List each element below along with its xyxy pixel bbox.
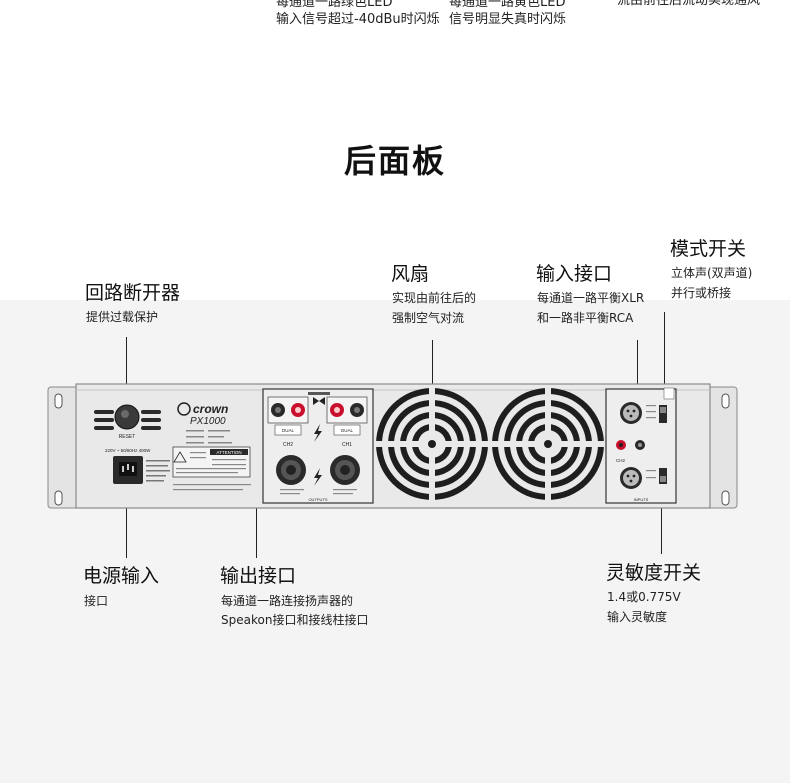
input-desc-1: 每通道一路平衡XLR [537, 291, 645, 305]
mode-desc-1: 立体声(双声道) [671, 266, 753, 280]
left-rack-ear [47, 386, 79, 509]
mode-label: 模式开关 [670, 238, 747, 260]
left-ear-slot-top [54, 393, 63, 409]
top-fragment-col2-line1: 每通道一路黄色LED [449, 0, 566, 10]
power-label: 电源输入 [83, 565, 160, 587]
ch1-dual-label: DUAL [341, 428, 354, 433]
output-desc-1: 每通道一路连接扬声器的 [221, 594, 354, 608]
top-fragment-col2-line2: 信号明显失真时闪烁 [449, 12, 567, 27]
section-title: 后面板 [343, 142, 446, 180]
crown-logo-icon [177, 402, 191, 416]
ch2-dual-label: DUAL [282, 428, 295, 433]
output-label: 输出接口 [220, 565, 297, 587]
model-name-text: PX1000 [190, 416, 226, 427]
mode-switch [659, 405, 667, 423]
outputs-label: OUTPUTS [308, 497, 327, 502]
output-desc-2: Speakon接口和接线柱接口 [221, 613, 369, 627]
fan-right [492, 388, 604, 500]
mode-leader-line [664, 312, 665, 408]
power-rating-text: 220V ~ 50/60Hz 400W [105, 448, 151, 453]
sensitivity-label: 灵敏度开关 [606, 562, 702, 584]
ch2-output-label: CH2 [283, 442, 293, 448]
bottom-band [0, 300, 790, 783]
inputs-label: INPUTS [634, 497, 649, 502]
power-warning-text-lines [146, 460, 170, 482]
input-leader-line [637, 340, 638, 400]
brand-logo-text: crown [193, 402, 228, 416]
sensitivity-desc-2: 输入灵敏度 [607, 610, 668, 624]
mode-desc-2: 并行或桥接 [671, 286, 732, 300]
top-fragment-col1-line2: 输入信号超过-40dBu时闪烁 [276, 12, 440, 27]
left-ear-slot-bottom [54, 490, 63, 506]
spec-text-lines [186, 430, 232, 444]
input-desc-2: 和一路非平衡RCA [537, 311, 634, 325]
breaker-leader-line [126, 337, 127, 407]
fan-left [376, 388, 488, 500]
sensitivity-leader-line [661, 478, 662, 554]
ch1-output-label: CH1 [342, 442, 352, 448]
high-voltage-icon-bottom [314, 468, 322, 486]
power-leader-line [126, 488, 127, 558]
high-voltage-icon-top [314, 424, 322, 442]
warning-triangle-icon [173, 451, 187, 463]
input-label: 输入接口 [536, 263, 613, 285]
fan-desc-2: 强制空气对流 [392, 311, 465, 325]
power-desc-1: 接口 [84, 594, 109, 608]
fan-label: 风扇 [391, 263, 430, 285]
ch2-input-label: CH2 [616, 458, 625, 463]
breaker-label: 回路断开器 [85, 282, 181, 304]
left-vent-slots [94, 410, 161, 430]
reset-label: RESET [119, 434, 136, 440]
top-fragment-col3-line1: 流由前往后流动实现通风 [617, 0, 761, 8]
sensitivity-desc-1: 1.4或0.775V [607, 590, 681, 604]
breaker-desc-1: 提供过载保护 [86, 310, 159, 324]
top-fragment-col1-line1: 每通道一路绿色LED [276, 0, 393, 10]
attention-label: ATTENTION [216, 450, 241, 455]
right-ear-slot-top [721, 393, 730, 409]
right-ear-slot-bottom [721, 490, 730, 506]
top-band [0, 0, 790, 300]
fan-desc-1: 实现由前往后的 [392, 291, 477, 305]
